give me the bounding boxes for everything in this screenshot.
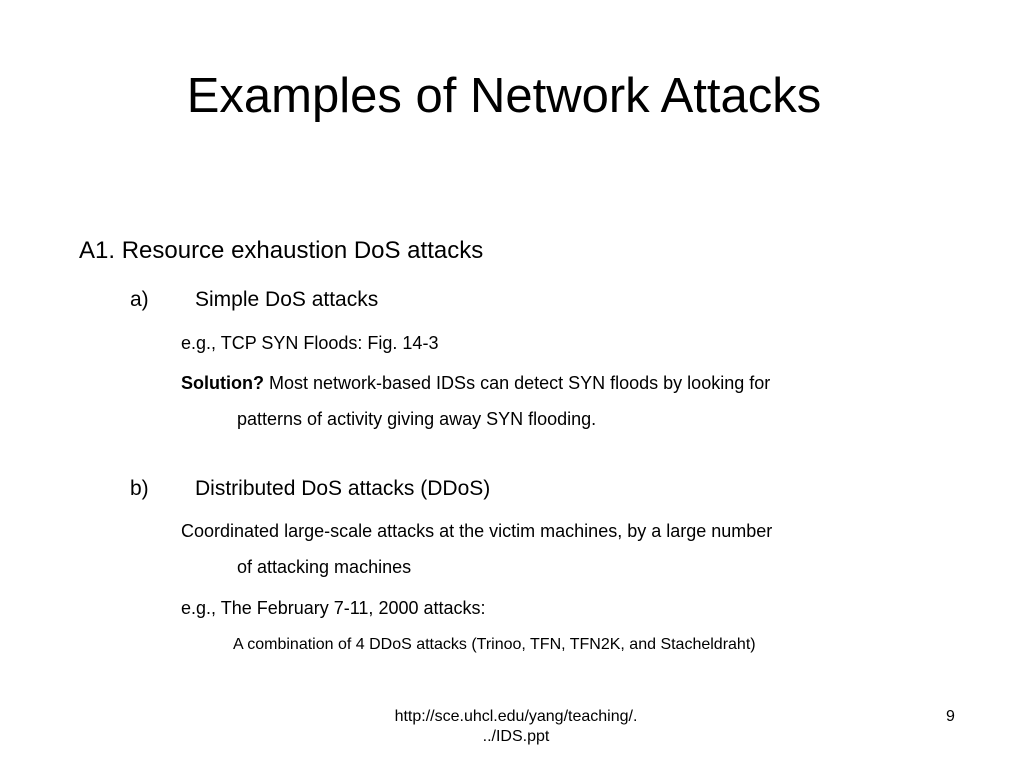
solution-text: Most network-based IDSs can detect SYN f… — [263, 373, 771, 393]
item-b-label: b) — [130, 477, 149, 500]
item-b-desc-line-1: Coordinated large-scale attacks at the v… — [181, 521, 773, 541]
item-b-example: e.g., The February 7-11, 2000 attacks: — [181, 598, 486, 618]
footer-url: http://sce.uhcl.edu/yang/teaching/. ../I… — [336, 707, 696, 747]
item-b-combination: A combination of 4 DDoS attacks (Trinoo,… — [233, 636, 756, 653]
item-b-desc-line-2: of attacking machines — [237, 557, 412, 577]
item-b-text: Distributed DoS attacks (DDoS) — [195, 477, 491, 500]
slide-title: Examples of Network Attacks — [186, 69, 822, 123]
item-a-example: e.g., TCP SYN Floods: Fig. 14-3 — [181, 333, 439, 353]
page-number: 9 — [946, 708, 955, 725]
item-a-label: a) — [130, 288, 149, 311]
footer-url-line-2: ../IDS.ppt — [482, 728, 550, 745]
solution-line-2: patterns of activity giving away SYN flo… — [237, 409, 597, 429]
item-a-text: Simple DoS attacks — [195, 288, 379, 311]
solution-line-1: Solution? Most network-based IDSs can de… — [181, 372, 770, 394]
heading-a1: A1. Resource exhaustion DoS attacks — [79, 237, 484, 264]
solution-label: Solution? — [181, 373, 264, 393]
footer-url-line-1: http://sce.uhcl.edu/yang/teaching/. — [394, 708, 638, 725]
